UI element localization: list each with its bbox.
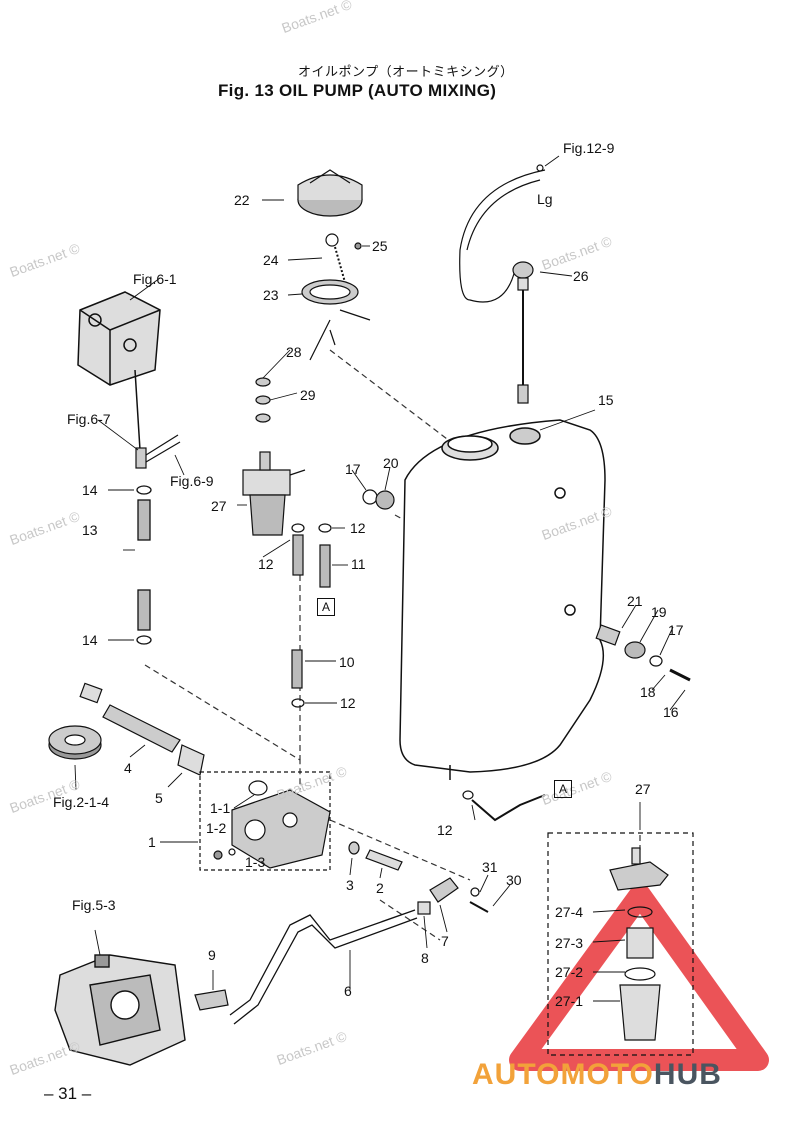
part-label: 28 [286, 344, 302, 360]
site-logo: AUTOMOTOHUB [472, 1058, 722, 1092]
part-label: 4 [124, 760, 132, 776]
drive-shaft-4 [79, 682, 181, 753]
connector-mark-a: A [554, 780, 572, 798]
tank-cap-22 [297, 169, 363, 217]
part-label: 18 [640, 684, 656, 700]
part-label: 12 [340, 695, 356, 711]
connector-mark-a: A [317, 598, 335, 616]
clip-9 [194, 989, 229, 1011]
page-number: – 31 – [44, 1084, 92, 1103]
part-label: 2 [376, 880, 384, 896]
gear-part [48, 725, 102, 760]
part-label: 5 [155, 790, 163, 806]
part-label: 1 [148, 834, 156, 850]
wire-color-lg: Lg [537, 191, 553, 207]
part-label: 15 [598, 392, 614, 408]
leader-lines [74, 155, 686, 1002]
part-label: 16 [663, 704, 679, 720]
part-label: 27-4 [555, 904, 584, 920]
part-label: 1-1 [210, 800, 231, 816]
oil-tank-15 [399, 419, 606, 780]
mount-grommet-19 [595, 624, 691, 682]
part-label: 27-2 [555, 964, 584, 980]
title-english: Fig. 13 OIL PUMP (AUTO MIXING) [218, 81, 497, 100]
ref-fig12-9: Fig.12-9 [563, 140, 615, 156]
part-label: 31 [482, 859, 498, 875]
ref-fig5-3: Fig.5-3 [72, 897, 116, 913]
part-label: 3 [346, 877, 354, 893]
ref-fig2-1-4: Fig.2-1-4 [53, 794, 110, 810]
part-label: 14 [82, 632, 98, 648]
oil-pump-assembly [199, 771, 331, 871]
hose-6 [229, 909, 418, 1025]
hose-to-a [462, 790, 546, 822]
part-label: 6 [344, 983, 352, 999]
part-label: 10 [339, 654, 355, 670]
part-label: 29 [300, 387, 316, 403]
logo-text-part1: AUTOMOTO [472, 1058, 654, 1091]
part-label: 23 [263, 287, 279, 303]
ref-fig6-7: Fig.6-7 [67, 411, 111, 427]
level-gauge-26 [512, 261, 534, 404]
part-label: 1-3 [245, 854, 266, 870]
bushing-5 [177, 744, 205, 776]
part-label: 12 [258, 556, 274, 572]
part-label: 7 [441, 933, 449, 949]
part-label: 12 [350, 520, 366, 536]
part-label: 20 [383, 455, 399, 471]
pin-2 [348, 841, 403, 871]
oil-filter-27 [242, 451, 306, 536]
hose-10 [291, 523, 332, 708]
mount-grommet-20 [362, 489, 395, 510]
logo-text-part2: HUB [653, 1058, 722, 1091]
chain-24 [301, 233, 371, 361]
carburetor-fig5-3 [54, 954, 186, 1066]
joint-7 [417, 877, 489, 915]
part-label: 25 [372, 238, 388, 254]
part-label: 27-1 [555, 993, 584, 1009]
part-label: 27 [211, 498, 227, 514]
part-label: 19 [651, 604, 667, 620]
ref-fig6-9: Fig.6-9 [170, 473, 214, 489]
part-label: 8 [421, 950, 429, 966]
part-label: 27 [635, 781, 651, 797]
part-label: 11 [351, 556, 366, 572]
level-sensor-lead [459, 164, 546, 303]
filter-inset-box [547, 832, 694, 1056]
part-label: 22 [234, 192, 250, 208]
part-label: 1-2 [206, 820, 227, 836]
part-label: 27-3 [555, 935, 584, 951]
part-label: 13 [82, 522, 98, 538]
part-label: 26 [573, 268, 589, 284]
hose-13 [136, 485, 152, 645]
washer-28 [255, 377, 271, 423]
part-label: 17 [668, 622, 684, 638]
part-label: 17 [345, 461, 361, 477]
title-japanese: オイルポンプ（オートミキシング） [298, 65, 514, 80]
fig6-1-block-part [77, 291, 161, 451]
part-label: 30 [506, 872, 522, 888]
part-label: 24 [263, 252, 279, 268]
logo-triangle-icon [509, 884, 769, 1071]
part-label: 12 [437, 822, 453, 838]
fitting-6-7 [135, 434, 181, 469]
ref-fig6-1: Fig.6-1 [133, 271, 177, 287]
part-label: 14 [82, 482, 98, 498]
part-label: 9 [208, 947, 216, 963]
part-label: 21 [627, 593, 643, 609]
